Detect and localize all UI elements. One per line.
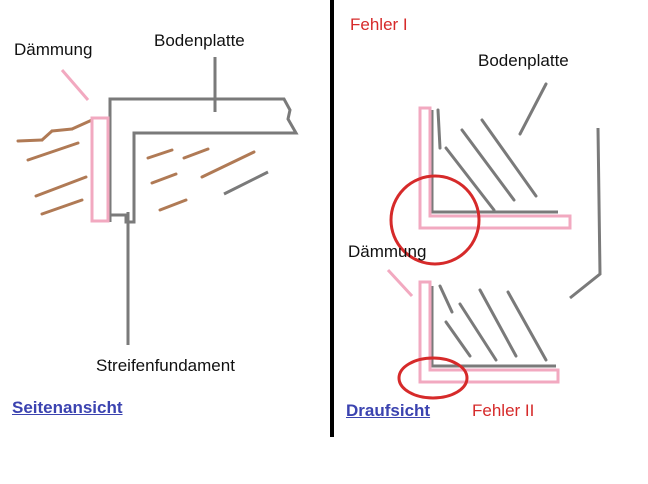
caption-top-view: Draufsicht — [346, 401, 431, 420]
slab-hatching-top — [436, 82, 548, 212]
insulation-corner-bottom — [418, 280, 560, 384]
label-error-1: Fehler I — [350, 15, 408, 34]
slab-corner-top — [430, 110, 558, 214]
leader-insulation-right — [386, 268, 414, 298]
label-insulation-top: Dämmung — [348, 242, 427, 261]
label-error-2: Fehler II — [472, 401, 535, 420]
slab-corner-bottom — [430, 286, 556, 368]
slab-footing-outline — [108, 97, 299, 224]
label-strip-footing: Streifenfundament — [96, 356, 235, 375]
leader-slab-edge — [569, 127, 602, 300]
label-slab-top: Bodenplatte — [478, 51, 569, 70]
insulation-strip-side — [90, 116, 110, 223]
soil-hatching — [16, 118, 256, 216]
label-insulation-side: Dämmung — [14, 40, 93, 59]
leader-insulation-left — [60, 69, 90, 101]
error-circle-2 — [397, 356, 469, 400]
error-circle-1 — [389, 174, 481, 266]
insulation-corner-top — [418, 106, 572, 230]
slab-hatching-bottom — [438, 284, 548, 362]
caption-side-view: Seitenansicht — [12, 398, 123, 417]
label-slab-side: Bodenplatte — [154, 31, 245, 50]
ground-line — [223, 170, 269, 196]
